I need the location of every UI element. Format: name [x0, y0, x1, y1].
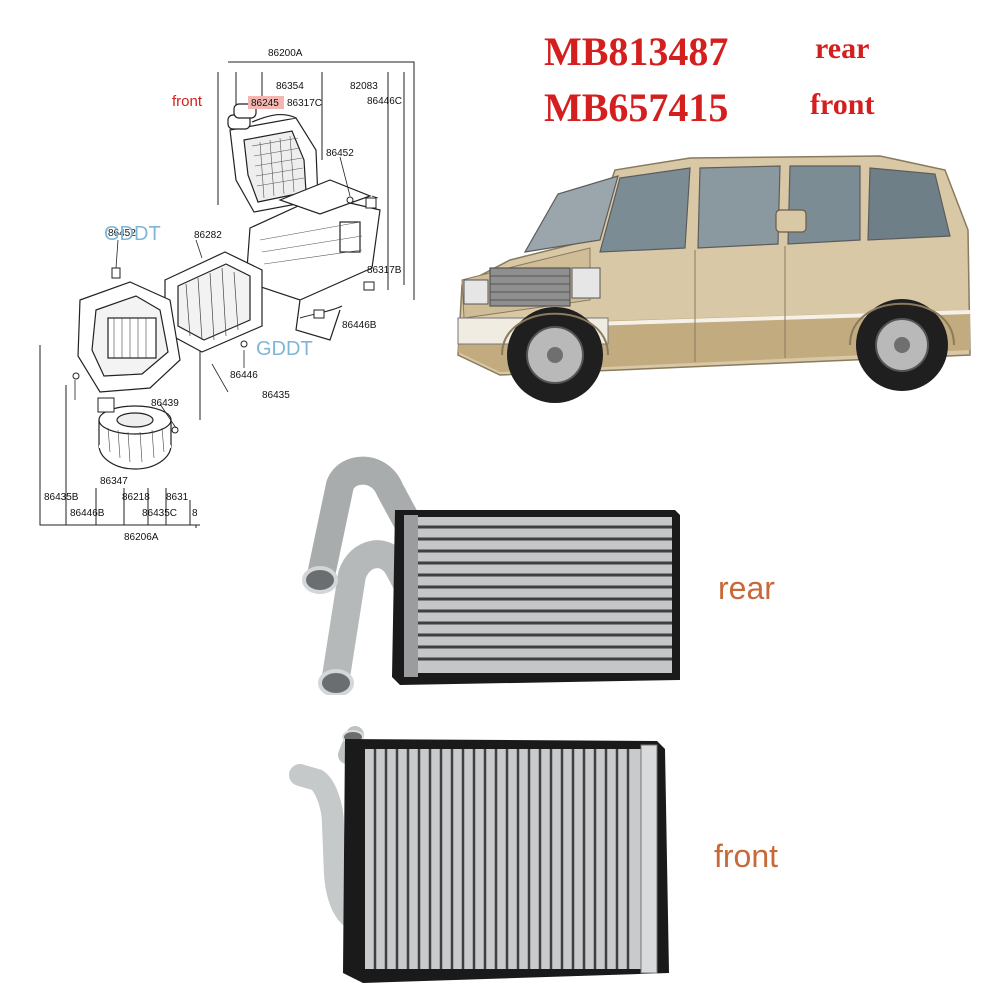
callout-86354: 86354 [276, 81, 304, 92]
callout-86317B: 86317B [367, 265, 402, 276]
rear-heater-core-image [302, 456, 680, 695]
callout-86439: 86439 [151, 398, 179, 409]
callout-86347: 86347 [100, 476, 128, 487]
rear-part-number: MB813487 [544, 29, 729, 74]
callout-86218: 86218 [122, 492, 150, 503]
callout-86206A: 86206A [124, 532, 159, 543]
parts-diagram: 86200A 86354 86245 86317C 82083 86446C 8… [39, 48, 415, 543]
callout-86446: 86446 [230, 370, 258, 381]
callout-86317C: 86317C [287, 98, 322, 109]
callout-86435B: 86435B [44, 492, 79, 503]
callout-86452-upper: 86452 [326, 148, 354, 159]
watermark-lower: GDDT [256, 338, 313, 360]
callout-86435C: 86435C [142, 508, 177, 519]
callout-86446B-lower: 86446B [70, 508, 105, 519]
callout-82083: 82083 [350, 81, 378, 92]
callout-8631x: 8631 [166, 492, 189, 503]
front-heater-core-image [289, 726, 669, 983]
callout-86200A: 86200A [268, 48, 303, 59]
front-photo-label: front [714, 838, 779, 874]
diagram-front-label: front [172, 93, 203, 110]
callout-86435: 86435 [262, 390, 290, 401]
callout-86446C: 86446C [367, 96, 402, 107]
front-part-number: MB657415 [544, 85, 729, 130]
suv-image [457, 155, 971, 403]
front-part-tag: front [810, 88, 875, 121]
callout-86282: 86282 [194, 230, 222, 241]
callout-86452-lower: 86452 [108, 228, 136, 239]
callout-86446B: 86446B [342, 320, 377, 331]
rear-photo-label: rear [718, 570, 775, 606]
rear-part-tag: rear [815, 32, 870, 65]
callout-8: 8 [192, 508, 198, 519]
callout-86245: 86245 [251, 98, 279, 109]
watermark-upper: GDDT [104, 223, 161, 245]
